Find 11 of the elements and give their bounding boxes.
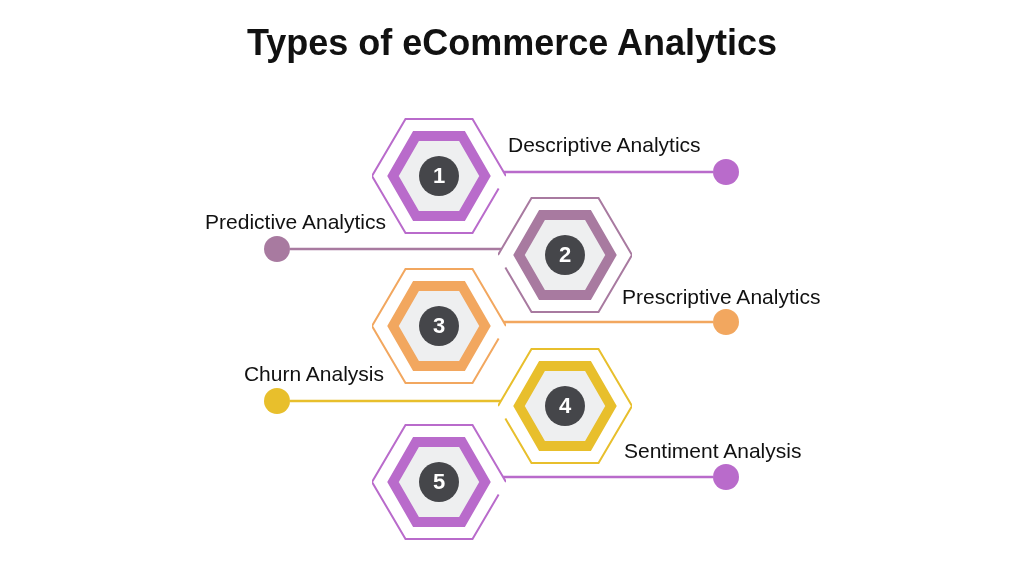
- title: Types of eCommerce Analytics: [245, 22, 779, 64]
- connector-line: [503, 170, 713, 174]
- endpoint-dot: [264, 236, 290, 262]
- endpoint-dot: [713, 309, 739, 335]
- connector-line: [503, 475, 713, 479]
- connector-line: [290, 247, 502, 251]
- endpoint-dot: [713, 464, 739, 490]
- endpoint-dot: [264, 388, 290, 414]
- connector-line: [290, 399, 501, 403]
- endpoint-dot: [713, 159, 739, 185]
- connector-line: [503, 320, 713, 324]
